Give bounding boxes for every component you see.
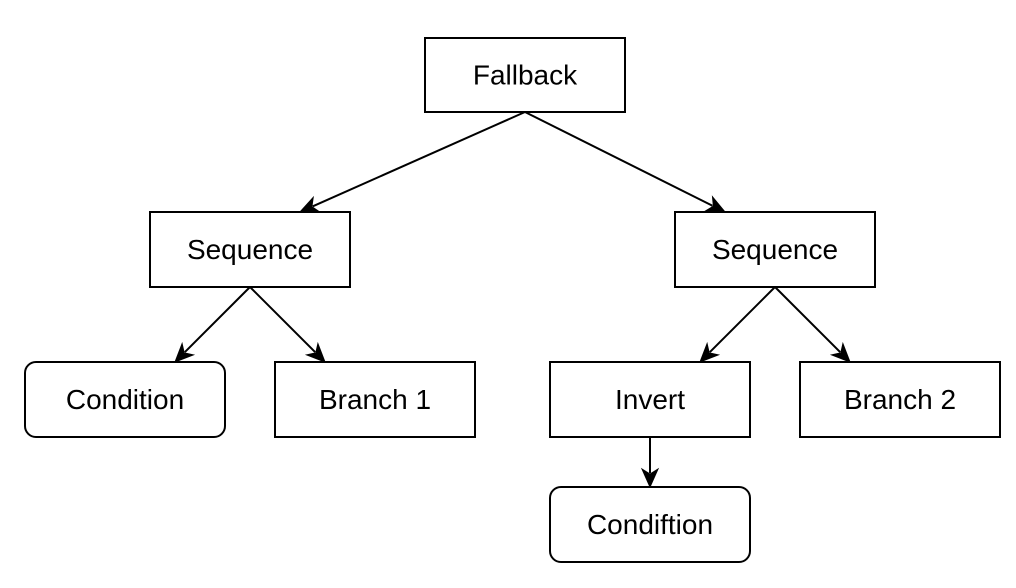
edge-sequence-left-to-condition [174, 286, 251, 363]
edge-sequence-right-to-branch-2 [774, 286, 851, 363]
node-label: Invert [615, 384, 685, 415]
node-box [674, 211, 876, 288]
edge-line [184, 286, 251, 353]
node-label: Condiftion [587, 509, 713, 540]
node-sequence-right: Sequence [674, 211, 876, 288]
node-box [424, 37, 626, 113]
node-box [549, 361, 751, 438]
edge-fallback-to-sequence-right [524, 111, 727, 213]
edge-line [312, 111, 526, 208]
edge-line [709, 286, 776, 353]
node-sequence-left: Sequence [149, 211, 351, 288]
node-label: Fallback [473, 60, 578, 91]
node-label: Sequence [712, 234, 838, 265]
node-box [149, 211, 351, 288]
node-box [549, 486, 751, 563]
arrow-head-icon [304, 341, 326, 363]
arrow-head-icon [699, 341, 721, 363]
arrow-head-icon [640, 467, 660, 489]
edge-invert-to-condiftion [640, 437, 660, 489]
edges-layer [174, 111, 851, 489]
node-condition: Condition [24, 361, 226, 438]
edge-line [774, 286, 841, 353]
node-box [24, 361, 226, 438]
edge-sequence-right-to-invert [699, 286, 776, 363]
node-condiftion: Condiftion [549, 486, 751, 563]
node-label: Branch 1 [319, 384, 431, 415]
arrow-head-icon [174, 341, 196, 363]
edge-line [524, 111, 713, 207]
node-label: Sequence [187, 234, 313, 265]
arrow-head-icon [829, 341, 851, 363]
node-box [799, 361, 1001, 438]
edge-fallback-to-sequence-left [298, 111, 526, 213]
node-label: Branch 2 [844, 384, 956, 415]
node-box [274, 361, 476, 438]
node-branch-2: Branch 2 [799, 361, 1001, 438]
edge-sequence-left-to-branch-1 [249, 286, 326, 363]
edge-line [249, 286, 316, 353]
node-fallback: Fallback [424, 37, 626, 113]
node-branch-1: Branch 1 [274, 361, 476, 438]
node-invert: Invert [549, 361, 751, 438]
node-label: Condition [66, 384, 184, 415]
